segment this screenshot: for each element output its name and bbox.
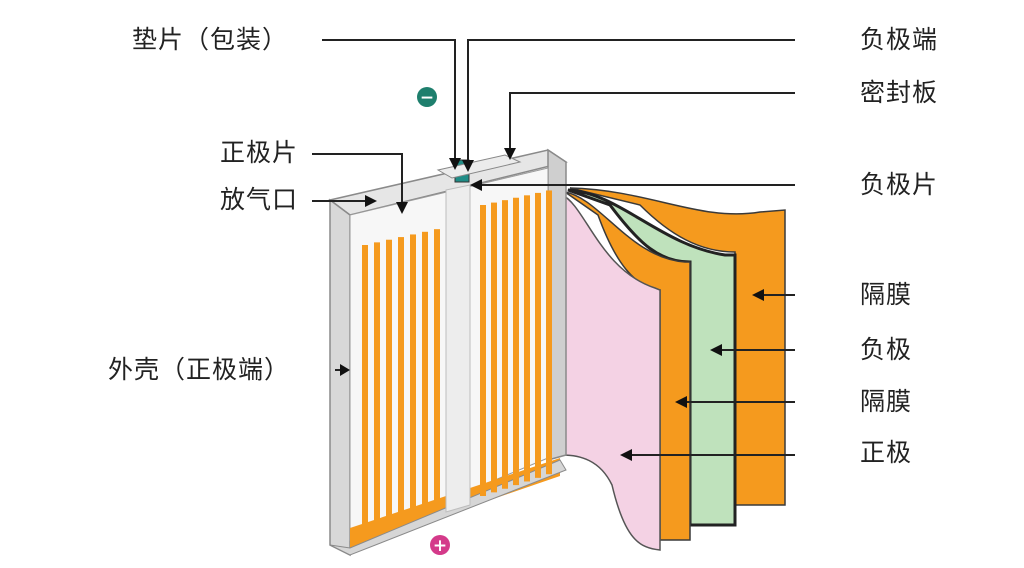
- label-negative-tab: 负极片: [860, 170, 939, 199]
- arrow-separator-1: [752, 289, 764, 301]
- electrode-strip: [386, 239, 392, 521]
- arrow-negative-terminal: [462, 160, 474, 172]
- arrow-negative-electrode: [710, 344, 722, 356]
- label-seal-plate: 密封板: [860, 78, 939, 107]
- label-positive-tab: 正极片: [220, 138, 299, 167]
- label-vent: 放气口: [220, 185, 299, 214]
- label-separator-2: 隔膜: [860, 387, 913, 416]
- electrode-strip: [535, 192, 541, 478]
- electrode-strip: [374, 242, 380, 525]
- leader-positive-tab: [312, 153, 403, 205]
- case-front-wall: [329, 198, 351, 557]
- positive-marker-icon: +: [430, 535, 450, 556]
- electrode-strip: [362, 245, 368, 528]
- arrow-negative-tab: [470, 179, 482, 191]
- label-negative-terminal: 负极端: [860, 25, 939, 54]
- seal-plate-top: [436, 154, 522, 179]
- electrode-strip: [434, 229, 440, 505]
- arrow-seal-plate: [504, 148, 516, 160]
- arrow-case: [340, 364, 350, 376]
- electrode-strip: [502, 200, 508, 489]
- arrow-vent: [365, 195, 377, 207]
- arrow-positive-tab: [396, 202, 408, 214]
- electrode-strip: [491, 202, 497, 493]
- svg-text:−: −: [420, 88, 434, 108]
- electrode-strip: [422, 231, 428, 509]
- leader-gasket: [322, 39, 456, 160]
- leader-seal-plate: [509, 92, 795, 150]
- electrode-strip: [513, 197, 519, 486]
- label-positive-electrode: 正极: [860, 438, 913, 467]
- label-negative-electrode: 负极: [860, 335, 913, 364]
- electrode-strip: [410, 234, 416, 513]
- electrode-strip: [480, 205, 486, 496]
- arrow-positive-electrode: [620, 449, 632, 461]
- positive-tab-strips: [362, 229, 440, 528]
- negative-marker-icon: −: [417, 87, 437, 108]
- negative-tab-strips: [480, 190, 552, 496]
- label-case: 外壳（正极端）: [108, 355, 291, 384]
- separator-layer-back: [569, 187, 786, 506]
- arrow-gasket: [449, 158, 461, 170]
- positive-electrode-layer: [561, 193, 661, 551]
- svg-text:+: +: [433, 536, 447, 556]
- negative-electrode-layer: [567, 188, 737, 527]
- label-gasket: 垫片（包装）: [132, 25, 289, 54]
- center-tab-strip: [445, 184, 471, 513]
- electrode-strip: [546, 190, 552, 475]
- leader-negative-terminal: [467, 39, 795, 162]
- label-separator-1: 隔膜: [860, 280, 913, 309]
- electrode-strip: [524, 195, 530, 482]
- arrow-separator-2: [675, 396, 687, 408]
- electrode-strip: [398, 237, 404, 517]
